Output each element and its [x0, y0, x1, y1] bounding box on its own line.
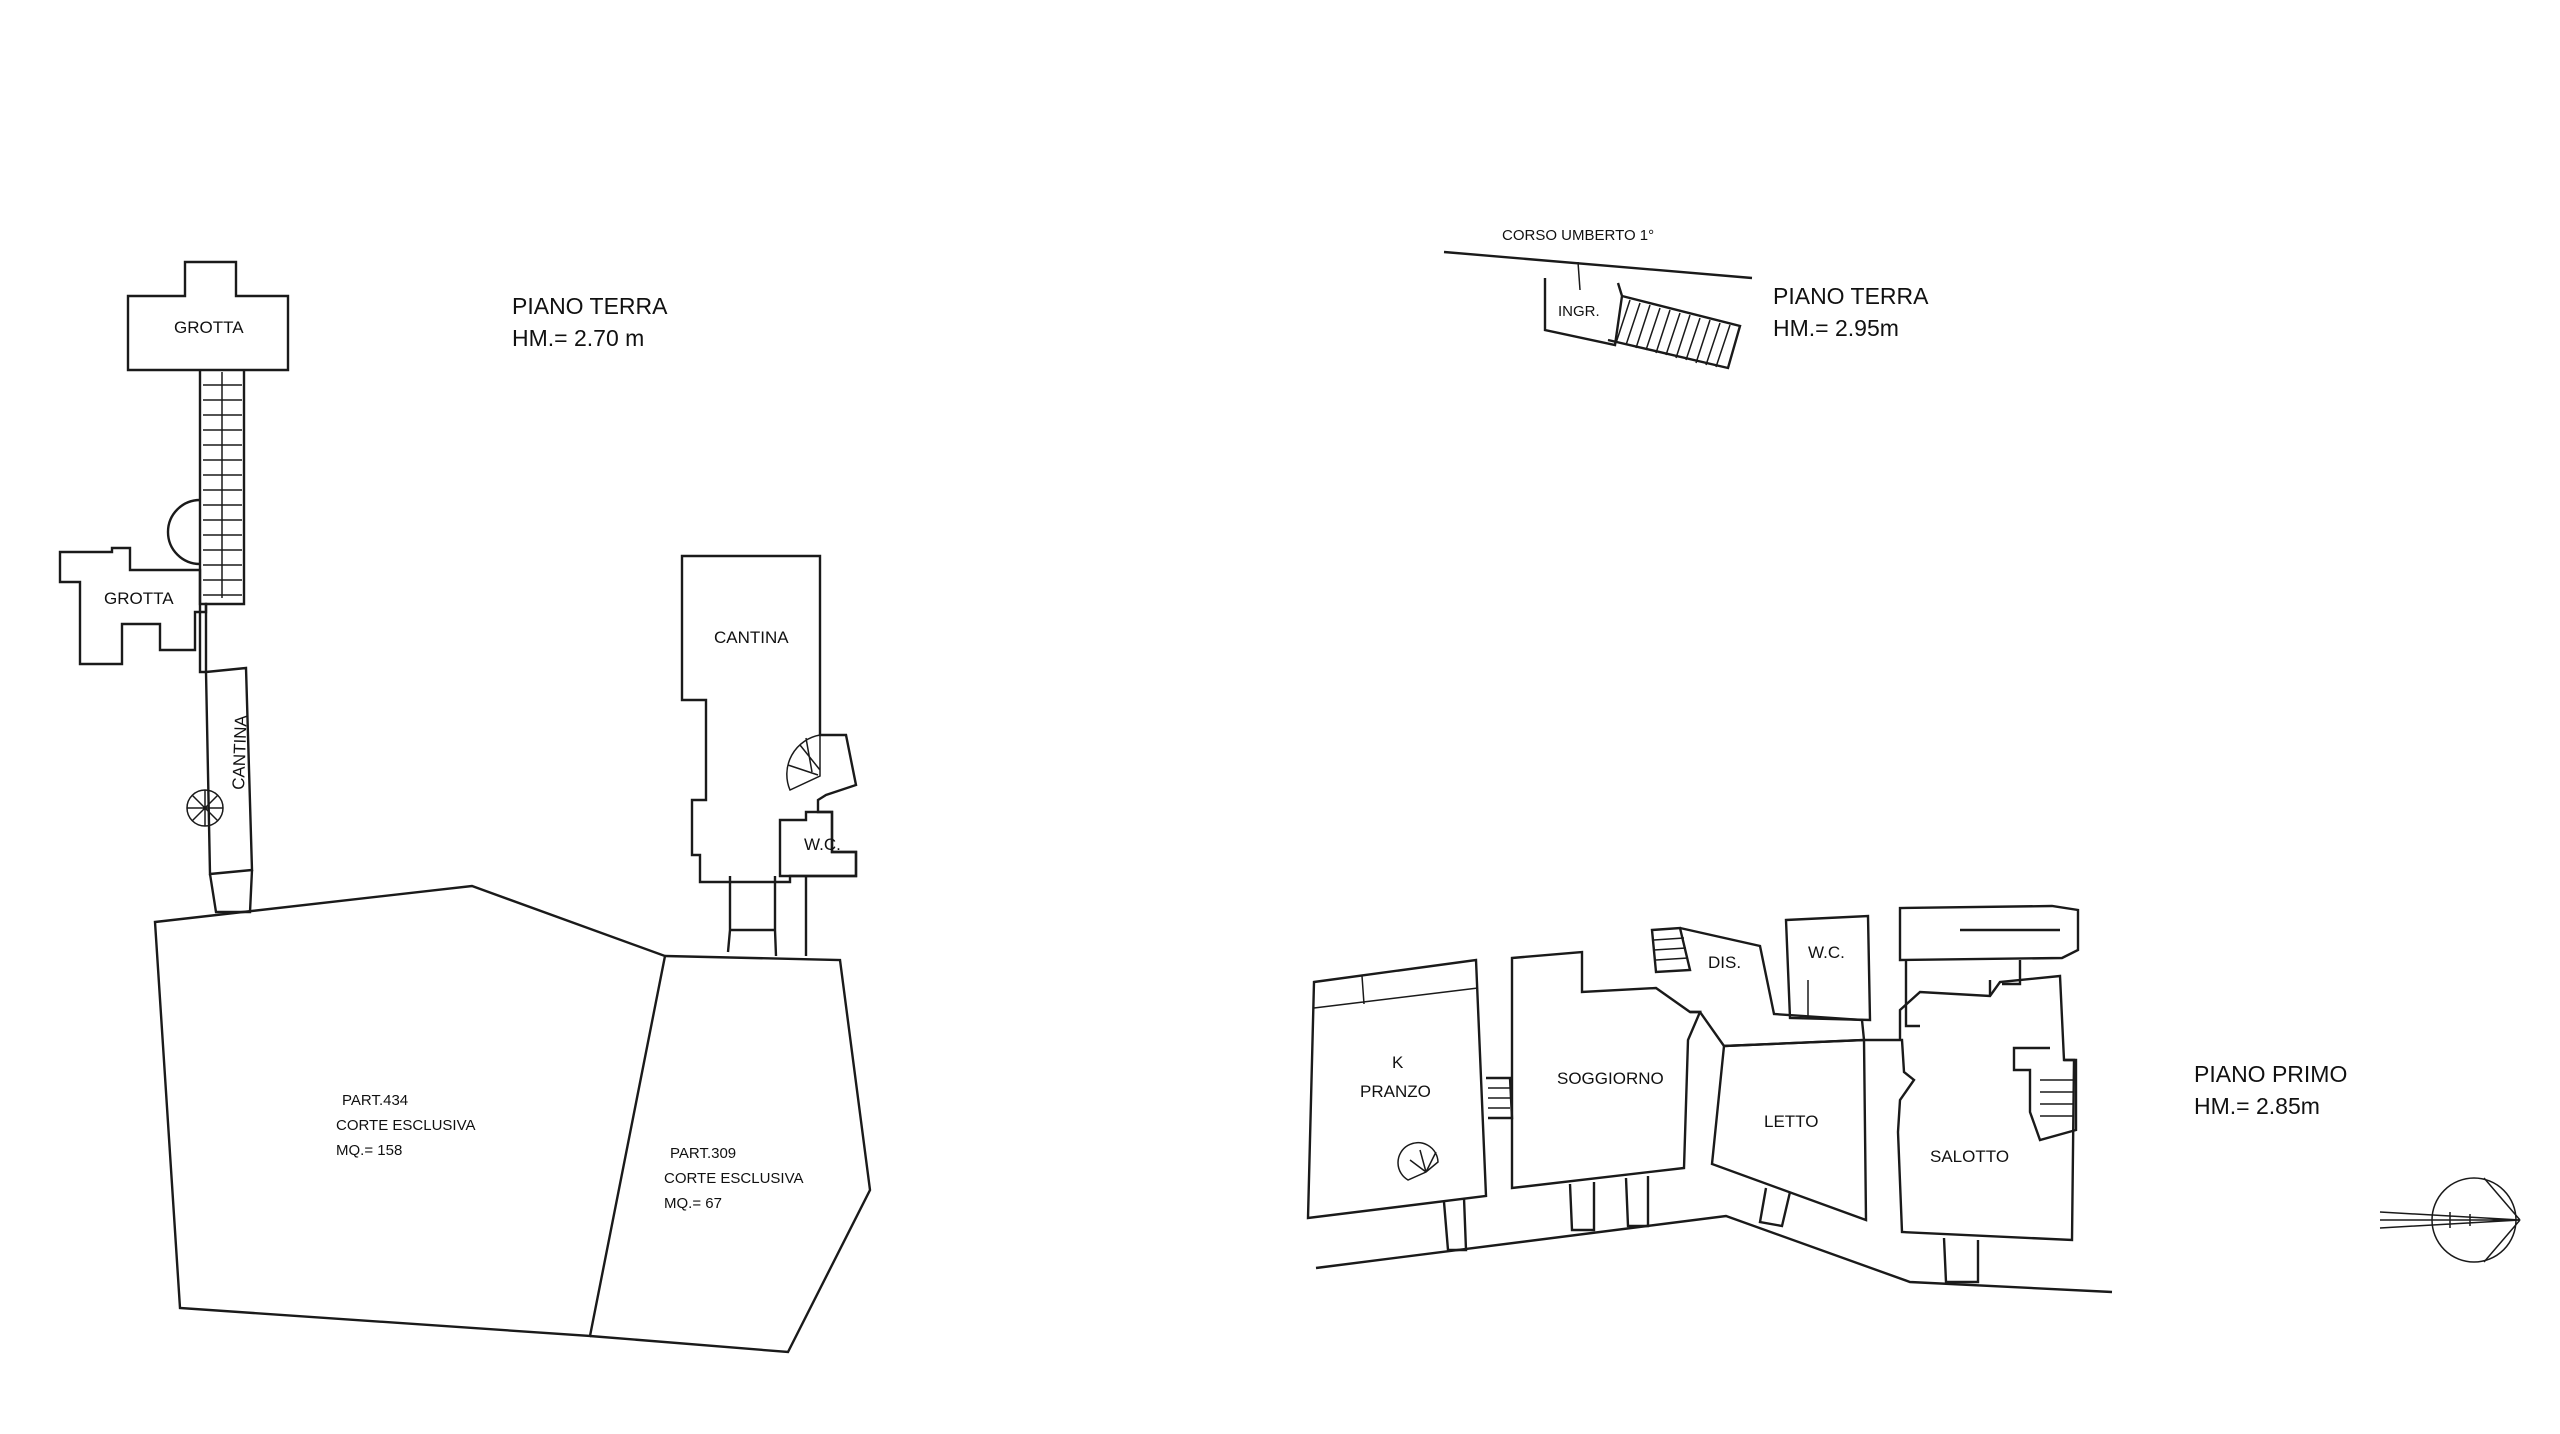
round-alcove	[166, 498, 201, 566]
soggiorno-label: SOGGIORNO	[1557, 1069, 1664, 1088]
stair-treads	[203, 372, 242, 598]
first-floor-title: PIANO PRIMO	[2194, 1061, 2347, 1087]
letto-label: LETTO	[1764, 1112, 1818, 1131]
entrance-plan-height: HM.= 2.95m	[1773, 315, 1899, 341]
dis-room	[1679, 926, 1866, 1048]
entrance-plan	[1443, 250, 1753, 370]
pranzo-label: PRANZO	[1360, 1082, 1431, 1101]
court-434-type: CORTE ESCLUSIVA	[336, 1117, 475, 1134]
court-309-area: MQ.= 67	[664, 1195, 722, 1212]
entrance-stair	[1607, 294, 1742, 370]
cantina-passage	[208, 869, 254, 914]
court-434-part: PART.434	[342, 1092, 408, 1109]
ingr-room	[1543, 278, 1624, 347]
cantina-right-label: CANTINA	[714, 628, 789, 647]
entrance-plan-title: PIANO TERRA	[1773, 283, 1929, 309]
street-name: CORSO UMBERTO 1°	[1502, 227, 1654, 244]
cantina-right-room	[680, 554, 858, 884]
grotta-mid-label: GROTTA	[104, 589, 174, 608]
wc-first-label: W.C.	[1808, 943, 1845, 962]
cantina-narrow-label: CANTINA	[229, 714, 251, 790]
left-plan-height: HM.= 2.70 m	[512, 325, 644, 351]
first-floor-height: HM.= 2.85m	[2194, 1093, 2320, 1119]
grotta-mid-room	[58, 546, 208, 666]
spiral-stair-right-icon	[786, 734, 821, 792]
salotto-room	[1864, 974, 2076, 1242]
facade-line	[1315, 1214, 2113, 1294]
ingr-label: INGR.	[1558, 303, 1600, 320]
left-plan-title: PIANO TERRA	[512, 293, 668, 319]
passage-lower	[726, 876, 808, 957]
wc-left-label: W.C.	[804, 835, 841, 854]
spiral-stair-k-icon	[1397, 1142, 1439, 1181]
letto-room	[1710, 1038, 1868, 1222]
grotta-top-label: GROTTA	[174, 318, 244, 337]
first-floor-plan	[1306, 904, 2521, 1294]
court-309	[589, 954, 872, 1354]
grotta-top-room	[126, 260, 290, 372]
court-309-part: PART.309	[670, 1145, 736, 1162]
stair-corridor	[198, 370, 246, 674]
salotto-label: SALOTTO	[1930, 1147, 2009, 1166]
dis-label: DIS.	[1708, 953, 1741, 972]
court-434-area: MQ.= 158	[336, 1142, 402, 1159]
wc-first-room	[1784, 914, 1872, 1022]
court-309-type: CORTE ESCLUSIVA	[664, 1170, 803, 1187]
pranzo-room	[1306, 958, 1488, 1220]
street-line	[1443, 250, 1753, 280]
left-ground-floor-plan	[58, 260, 872, 1354]
court-434	[153, 884, 667, 1338]
k-label: K	[1392, 1053, 1404, 1072]
